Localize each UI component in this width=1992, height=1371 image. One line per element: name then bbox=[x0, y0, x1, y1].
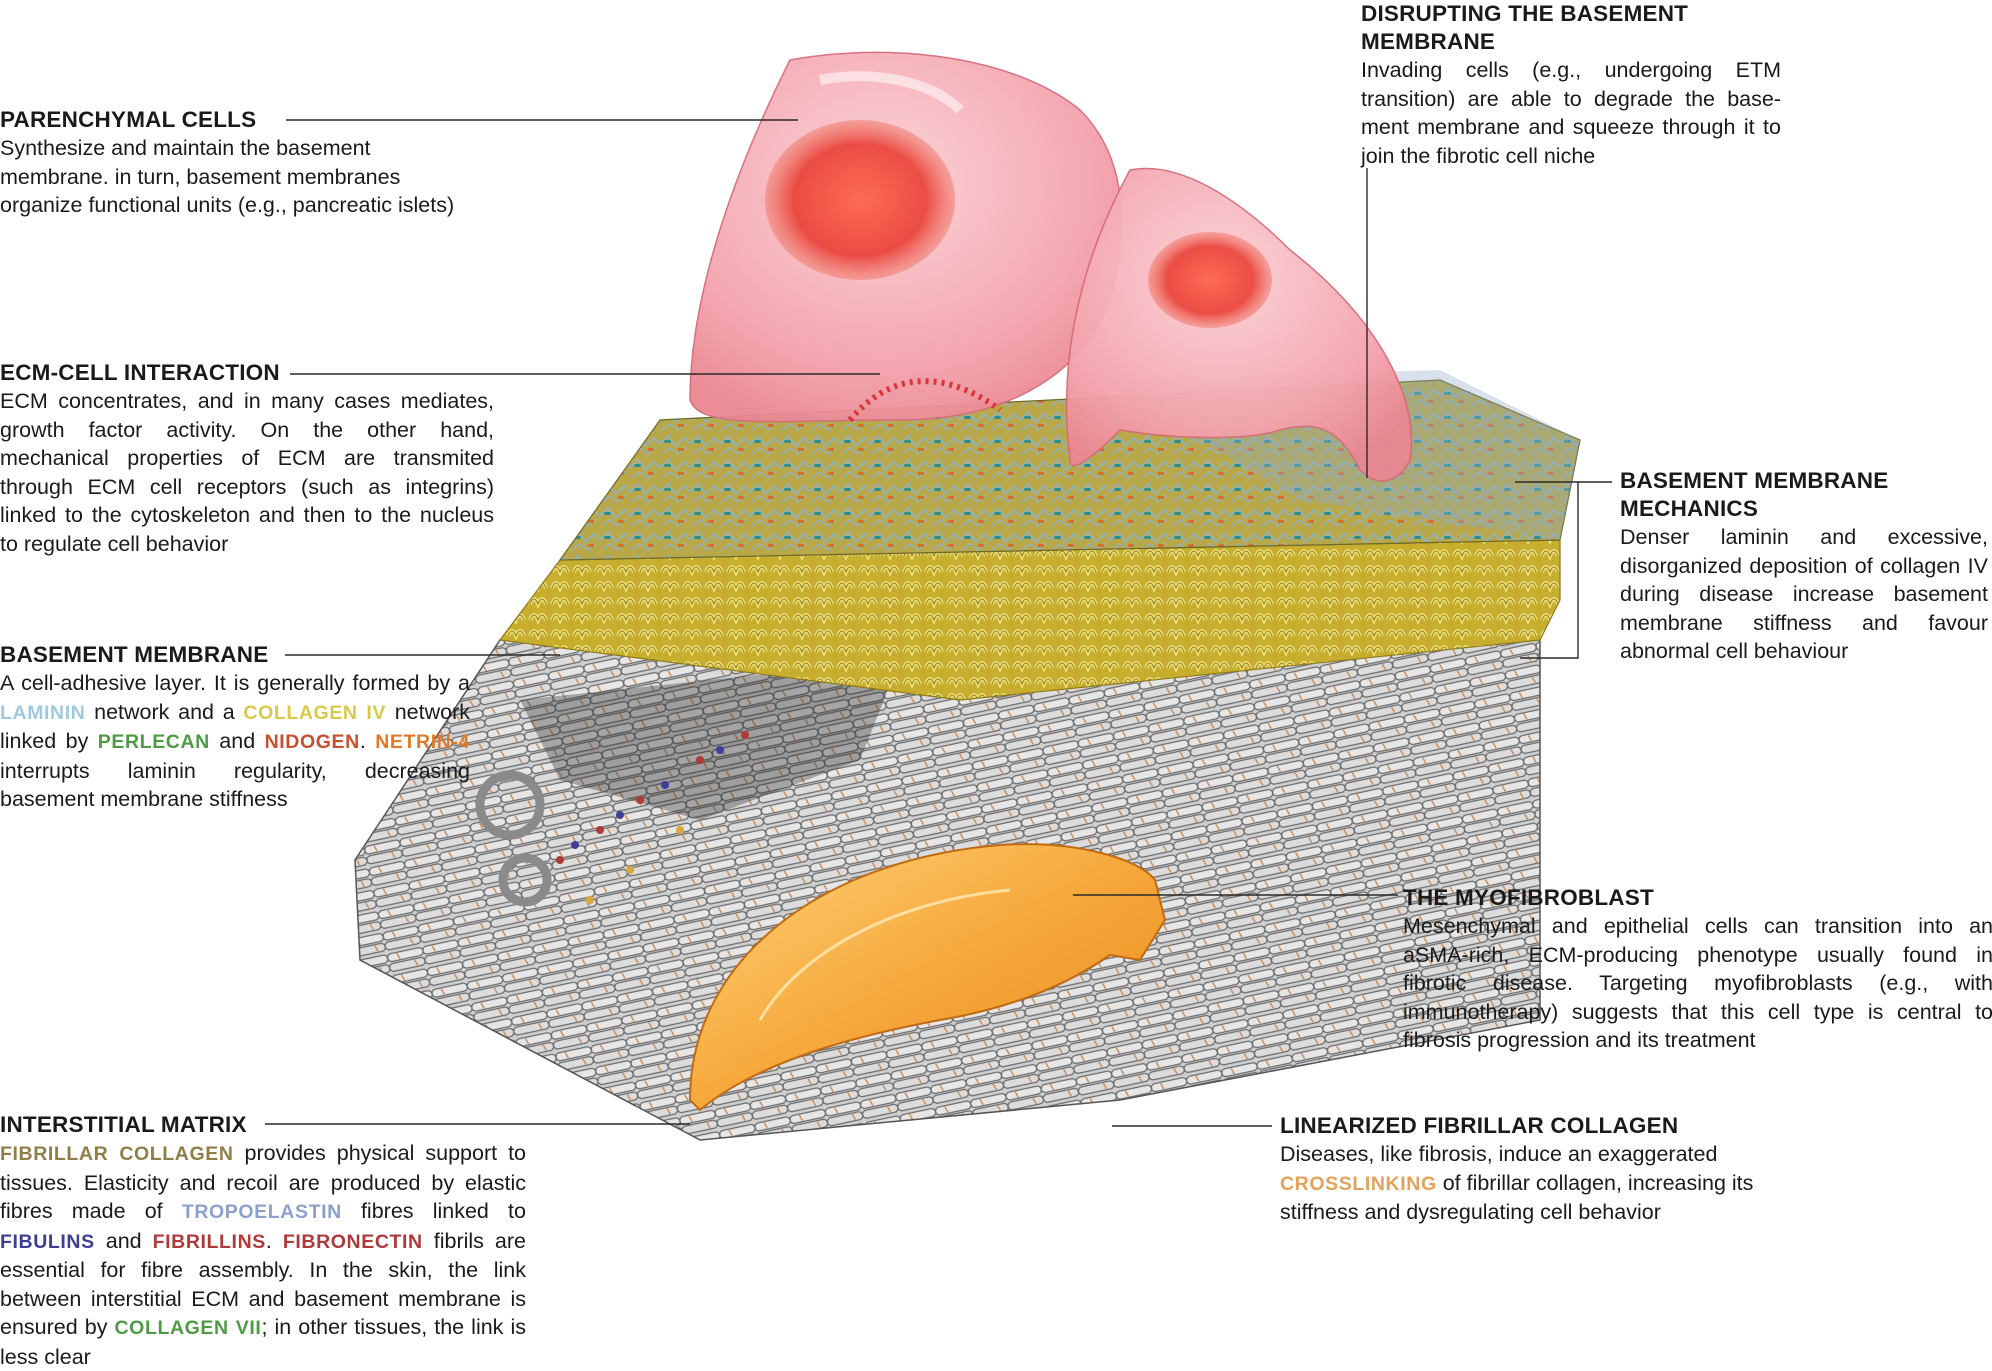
annotation-disrupting-basement-membrane: DISRUPTING THE BASEMENT MEMBRANE Invading… bbox=[1361, 0, 1781, 170]
annotation-title: ECM-CELL INTERACTION bbox=[0, 360, 280, 385]
fibrillin-beads bbox=[556, 731, 749, 904]
body-text: provides physical support to tissues. El… bbox=[0, 1141, 526, 1223]
body-text: interrupts laminin regularity, decreasin… bbox=[0, 758, 470, 812]
annotation-interstitial-matrix: INTERSTITIAL MATRIX FIBRILLAR COLLAGEN p… bbox=[0, 1111, 526, 1371]
title-line: DISRUPTING THE BASEMENT bbox=[1361, 1, 1689, 26]
body-text: and bbox=[209, 729, 265, 753]
body-text: network linked by bbox=[0, 699, 470, 754]
body-text: Diseases, like fibrosis, induce an exagg… bbox=[1280, 1142, 1718, 1166]
body-text: fibres linked to bbox=[341, 1199, 526, 1223]
body-text: fibrils are essential for fibre assembly… bbox=[0, 1228, 526, 1340]
annotation-body: Diseases, like fibrosis, induce an exagg… bbox=[1280, 1140, 1780, 1227]
body-text: . bbox=[359, 729, 376, 753]
annotation-basement-membrane: BASEMENT MEMBRANE A cell-adhesive layer.… bbox=[0, 641, 470, 814]
title-line: MECHANICS bbox=[1620, 496, 1759, 521]
elastic-fibre-coils bbox=[475, 770, 552, 907]
keyword-perlecan: PERLECAN bbox=[97, 731, 210, 753]
keyword-fibronectin: FIBRONECTIN bbox=[282, 1230, 423, 1253]
annotation-title: THE MYOFIBROBLAST bbox=[1403, 885, 1654, 910]
body-text: . bbox=[265, 1228, 283, 1253]
annotation-basement-membrane-mechanics: BASEMENT MEMBRANE MECHANICS Denser lamini… bbox=[1620, 467, 1988, 666]
keyword-laminin: LAMININ bbox=[0, 701, 86, 724]
keyword-crosslinking: CROSSLINKING bbox=[1280, 1172, 1437, 1195]
annotation-parenchymal-cells: PARENCHYMAL CELLS Synthesize and maintai… bbox=[0, 106, 460, 220]
myofibroblast-cell bbox=[688, 843, 1167, 1112]
annotation-title: BASEMENT MEMBRANE bbox=[0, 642, 269, 667]
keyword-collagen-vii: COLLAGEN VII bbox=[114, 1317, 262, 1339]
annotation-title: BASEMENT MEMBRANE MECHANICS bbox=[1620, 467, 1988, 523]
annotation-ecm-cell-interaction: ECM-CELL INTERACTION ECM concentrates, a… bbox=[0, 359, 494, 558]
annotation-linearized-fibrillar-collagen: LINEARIZED FIBRILLAR COLLAGEN Diseases, … bbox=[1280, 1112, 1780, 1227]
body-text: of fibrillar collagen, increasing its st… bbox=[1280, 1170, 1754, 1225]
annotation-body: Denser laminin and excessive, disorganiz… bbox=[1620, 525, 1988, 663]
body-text: A cell-adhesive layer. It is generally f… bbox=[0, 671, 470, 695]
keyword-tropoelastin: TROPOELASTIN bbox=[181, 1201, 342, 1223]
annotation-myofibroblast: THE MYOFIBROBLAST Mesenchymal and epithe… bbox=[1403, 884, 1992, 1055]
body-text: and bbox=[94, 1228, 153, 1253]
annotation-title: PARENCHYMAL CELLS bbox=[0, 107, 257, 132]
keyword-fibrillins: FIBRILLINS bbox=[152, 1230, 266, 1253]
annotation-title: DISRUPTING THE BASEMENT MEMBRANE bbox=[1361, 0, 1781, 56]
keyword-nidogen: NIDOGEN bbox=[264, 731, 360, 753]
annotation-title: INTERSTITIAL MATRIX bbox=[0, 1112, 247, 1137]
annotation-title: LINEARIZED FIBRILLAR COLLAGEN bbox=[1280, 1113, 1679, 1138]
title-line: MEMBRANE bbox=[1361, 29, 1496, 54]
annotation-body: Invading cells (e.g., undergoing ETM tra… bbox=[1361, 58, 1781, 168]
annotation-body: FIBRILLAR COLLAGEN provides physical sup… bbox=[0, 1139, 526, 1371]
keyword-fibulins: FIBULINS bbox=[0, 1230, 95, 1253]
annotation-body: ECM concentrates, and in many cases medi… bbox=[0, 389, 494, 556]
parenchymal-cell-invading bbox=[1065, 167, 1413, 482]
keyword-fibrillar-collagen: FIBRILLAR COLLAGEN bbox=[0, 1143, 234, 1165]
leader-lines bbox=[265, 119, 1612, 1127]
title-line: BASEMENT MEMBRANE bbox=[1620, 468, 1889, 493]
keyword-collagen-iv: COLLAGEN IV bbox=[243, 701, 386, 724]
annotation-body: Synthesize and maintain the basement mem… bbox=[0, 136, 455, 217]
annotation-body: A cell-adhesive layer. It is generally f… bbox=[0, 669, 470, 814]
annotation-body: Mesenchymal and epithelial cells can tra… bbox=[1403, 914, 1992, 1052]
keyword-netrin-4: NETRIN-4 bbox=[375, 731, 470, 753]
body-text: network and a bbox=[85, 699, 244, 724]
